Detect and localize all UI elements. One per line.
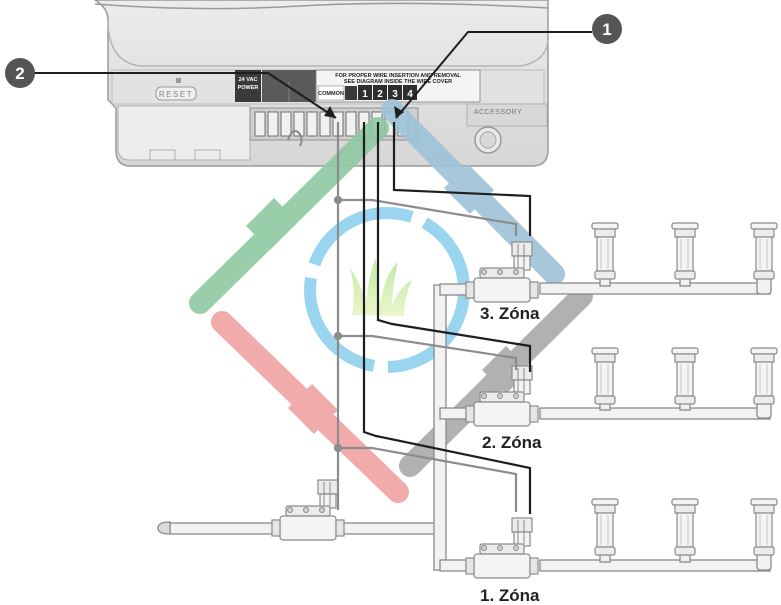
- svg-text:POWER: POWER: [238, 85, 259, 91]
- sprinkler-head-icon: [591, 347, 619, 405]
- zone-terminal-3: 3: [388, 85, 402, 100]
- svg-text:ACCESSORY: ACCESSORY: [474, 109, 522, 116]
- zone-2-label: 2. Zóna: [482, 433, 542, 452]
- zone-3-sprinklers: [591, 222, 778, 280]
- sprinkler-head-icon: [671, 498, 699, 556]
- zone-3-label: 3. Zóna: [480, 304, 540, 323]
- sprinkler-head-icon: [750, 222, 778, 280]
- callout-2: 2: [5, 58, 337, 119]
- master-valve-icon: [271, 479, 345, 541]
- sprinkler-head-icon: [671, 347, 699, 405]
- svg-text:FOR PROPER WIRE INSERTION AND: FOR PROPER WIRE INSERTION AND REMOVAL: [335, 73, 461, 79]
- zone-terminal-1: 1: [358, 85, 372, 100]
- sprinkler-head-icon: [750, 347, 778, 405]
- callout-1: 1: [394, 14, 622, 119]
- zone-1-valve-icon: [465, 517, 539, 579]
- svg-text:2: 2: [377, 89, 383, 100]
- zone-3-valve-icon: [465, 241, 539, 303]
- svg-text:SEE DIAGRAM INSIDE THE WIRE CO: SEE DIAGRAM INSIDE THE WIRE COVER: [344, 79, 452, 85]
- svg-text:RESET: RESET: [159, 90, 193, 99]
- sprinkler-head-icon: [750, 498, 778, 556]
- svg-text:24 VAC: 24 VAC: [239, 77, 258, 83]
- zone-terminal-2: 2: [373, 85, 387, 100]
- zone-2-sprinklers: [591, 347, 778, 405]
- zone-1-lateral: [539, 559, 771, 572]
- svg-text:COMMON: COMMON: [318, 91, 344, 97]
- sprinkler-head-icon: [591, 498, 619, 556]
- svg-text:1: 1: [602, 20, 611, 39]
- common-wire: [333, 122, 518, 512]
- zone-3-lateral: [539, 282, 771, 295]
- zone-1-label: 1. Zóna: [480, 586, 540, 605]
- zone-wires: [362, 122, 532, 514]
- svg-text:1: 1: [362, 89, 368, 100]
- sprinkler-head-icon: [591, 222, 619, 280]
- manifold-riser: [433, 284, 447, 571]
- sprinkler-head-icon: [671, 222, 699, 280]
- zone-terminal-4: 4: [403, 85, 417, 100]
- svg-text:4: 4: [407, 89, 413, 100]
- zone-2-lateral: [539, 407, 771, 420]
- zone-1-sprinklers: [591, 498, 778, 556]
- svg-text:2: 2: [15, 64, 24, 83]
- accessory-label: ACCESSORY: [474, 109, 522, 116]
- grass-icon: [350, 258, 412, 316]
- svg-text:3: 3: [392, 89, 398, 100]
- reset-button[interactable]: RESET: [155, 86, 197, 101]
